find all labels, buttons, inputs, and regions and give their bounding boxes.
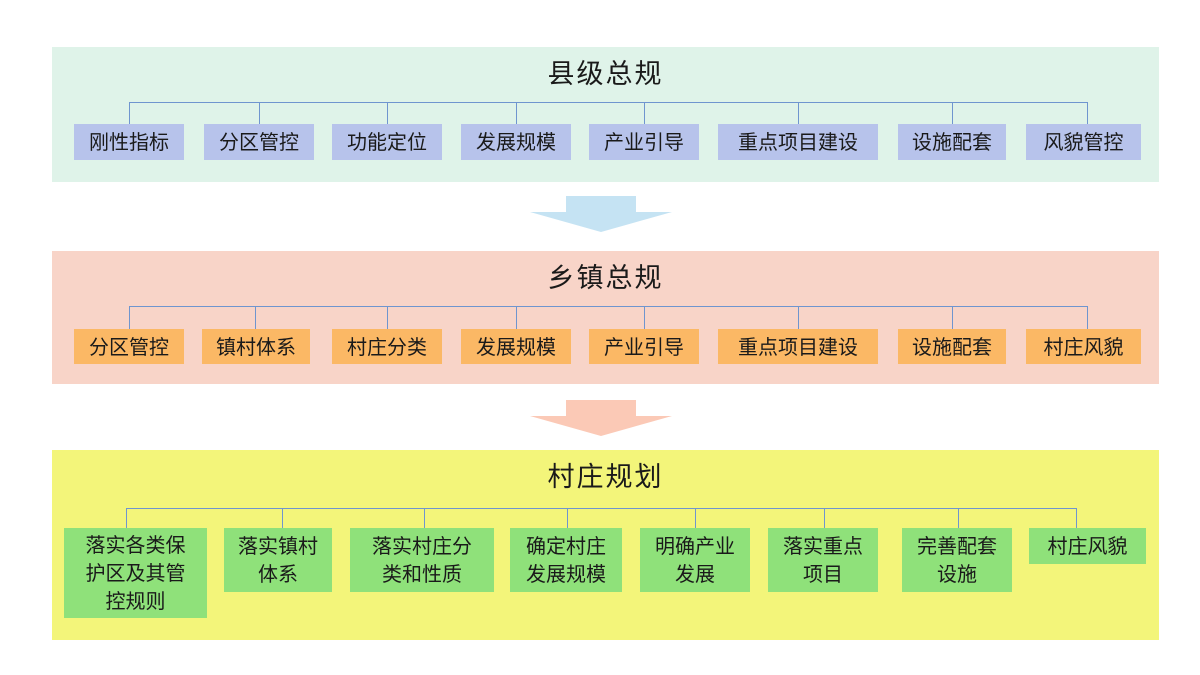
county-item-box: 刚性指标: [74, 124, 184, 160]
village-item-box: 落实重点项目: [768, 528, 878, 592]
county-connector-tick: [129, 102, 130, 128]
village-connector-tick: [567, 508, 568, 528]
village-connector-tick: [1076, 508, 1077, 528]
township-connector-tick: [387, 306, 388, 332]
township-item-box: 重点项目建设: [718, 329, 878, 364]
township-plan-panel: 乡镇总规 分区管控 镇村体系 村庄分类 发展规模 产业引导 重点项目建设 设施配…: [52, 251, 1159, 384]
down-arrow-icon: [530, 400, 672, 436]
village-item-box: 落实镇村体系: [224, 528, 332, 592]
county-item-box: 功能定位: [332, 124, 442, 160]
village-item-box: 村庄风貌: [1029, 528, 1146, 564]
township-item-box: 设施配套: [898, 329, 1006, 364]
village-item-box: 落实各类保护区及其管控规则: [64, 528, 207, 618]
county-connector-tick: [1087, 102, 1088, 128]
village-item-box: 明确产业发展: [640, 528, 750, 592]
county-item-box: 重点项目建设: [718, 124, 878, 160]
village-connector-tick: [695, 508, 696, 528]
village-plan-title: 村庄规划: [547, 462, 664, 493]
village-connector-tick: [958, 508, 959, 528]
village-item-box: 确定村庄发展规模: [510, 528, 622, 592]
county-item-box: 风貌管控: [1026, 124, 1141, 160]
county-connector-bar: [129, 102, 1087, 103]
county-connector-tick: [259, 102, 260, 128]
county-connector-tick: [798, 102, 799, 128]
county-item-box: 分区管控: [204, 124, 314, 160]
county-connector-tick: [952, 102, 953, 128]
township-item-box: 镇村体系: [202, 329, 310, 364]
down-arrow-icon: [530, 196, 672, 232]
township-connector-bar: [129, 306, 1087, 307]
township-item-box: 村庄风貌: [1026, 329, 1141, 364]
township-item-box: 村庄分类: [332, 329, 442, 364]
county-connector-tick: [644, 102, 645, 128]
village-item-box: 完善配套设施: [902, 528, 1012, 592]
county-item-box: 产业引导: [589, 124, 699, 160]
township-connector-tick: [952, 306, 953, 332]
township-item-box: 分区管控: [74, 329, 184, 364]
village-connector-tick: [282, 508, 283, 528]
village-connector-tick: [424, 508, 425, 528]
township-connector-tick: [129, 306, 130, 332]
township-connector-tick: [255, 306, 256, 332]
village-plan-panel: 村庄规划 落实各类保护区及其管控规则 落实镇村体系 落实村庄分类和性质 确定村庄…: [52, 450, 1159, 640]
village-item-box: 落实村庄分类和性质: [350, 528, 494, 592]
county-plan-title: 县级总规: [547, 59, 664, 90]
village-connector-tick: [824, 508, 825, 528]
township-plan-title: 乡镇总规: [547, 263, 664, 294]
county-item-box: 设施配套: [898, 124, 1006, 160]
county-plan-panel: 县级总规 刚性指标 分区管控 功能定位 发展规模 产业引导 重点项目建设 设施配…: [52, 47, 1159, 182]
township-connector-tick: [644, 306, 645, 332]
village-connector-tick: [126, 508, 127, 528]
county-connector-tick: [387, 102, 388, 128]
township-item-box: 发展规模: [461, 329, 571, 364]
township-connector-tick: [516, 306, 517, 332]
county-connector-tick: [516, 102, 517, 128]
township-connector-tick: [1087, 306, 1088, 332]
township-connector-tick: [798, 306, 799, 332]
county-item-box: 发展规模: [461, 124, 571, 160]
village-connector-bar: [126, 508, 1076, 509]
township-item-box: 产业引导: [589, 329, 699, 364]
